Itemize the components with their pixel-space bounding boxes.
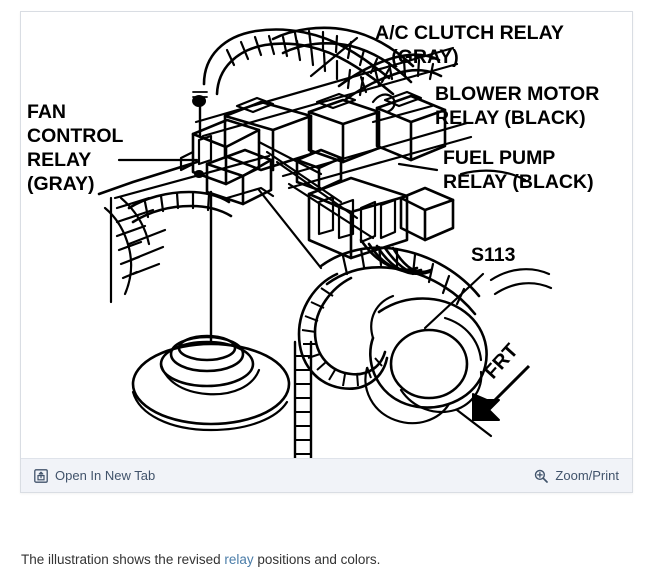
label-fuel-pump-relay-line1: FUEL PUMP bbox=[443, 147, 555, 169]
label-blower-motor-relay-line1: BLOWER MOTOR bbox=[435, 83, 599, 105]
illustration-caption: The illustration shows the revised relay… bbox=[21, 551, 380, 569]
magnifier-plus-icon bbox=[535, 469, 549, 483]
open-in-new-tab-button[interactable]: Open In New Tab bbox=[33, 467, 156, 485]
diagram-line-art bbox=[97, 26, 553, 459]
caption-suffix: positions and colors. bbox=[253, 552, 381, 567]
label-fan-control-relay-line4: (GRAY) bbox=[27, 173, 95, 195]
open-in-new-tab-label: Open In New Tab bbox=[55, 468, 156, 483]
label-fan-control-relay-line3: RELAY bbox=[27, 149, 91, 171]
illustration-viewer: Underhood relay center line drawing show… bbox=[20, 11, 633, 493]
label-fan-control-relay-line1: FAN bbox=[27, 101, 66, 123]
label-fan-control-relay-line2: CONTROL bbox=[27, 125, 123, 147]
viewer-toolbar: Open In New Tab Zoom/Print bbox=[21, 458, 632, 492]
front-direction-arrow bbox=[472, 364, 531, 421]
label-fuel-pump-relay-line2: RELAY (BLACK) bbox=[443, 171, 594, 193]
illustration-canvas[interactable]: Underhood relay center line drawing show… bbox=[21, 12, 632, 459]
relay-link[interactable]: relay bbox=[224, 552, 254, 567]
zoom-print-label: Zoom/Print bbox=[555, 468, 619, 483]
label-splice-s113: S113 bbox=[471, 244, 516, 266]
external-window-icon bbox=[34, 468, 48, 483]
label-ac-clutch-relay-line1: A/C CLUTCH RELAY bbox=[375, 22, 564, 44]
relay-location-diagram: Underhood relay center line drawing show… bbox=[27, 22, 599, 459]
label-ac-clutch-relay-line2: (GRAY) bbox=[391, 46, 459, 68]
caption-prefix: The illustration shows the revised bbox=[21, 552, 225, 567]
zoom-print-button[interactable]: Zoom/Print bbox=[533, 467, 620, 485]
label-blower-motor-relay-line2: RELAY (BLACK) bbox=[435, 107, 586, 129]
